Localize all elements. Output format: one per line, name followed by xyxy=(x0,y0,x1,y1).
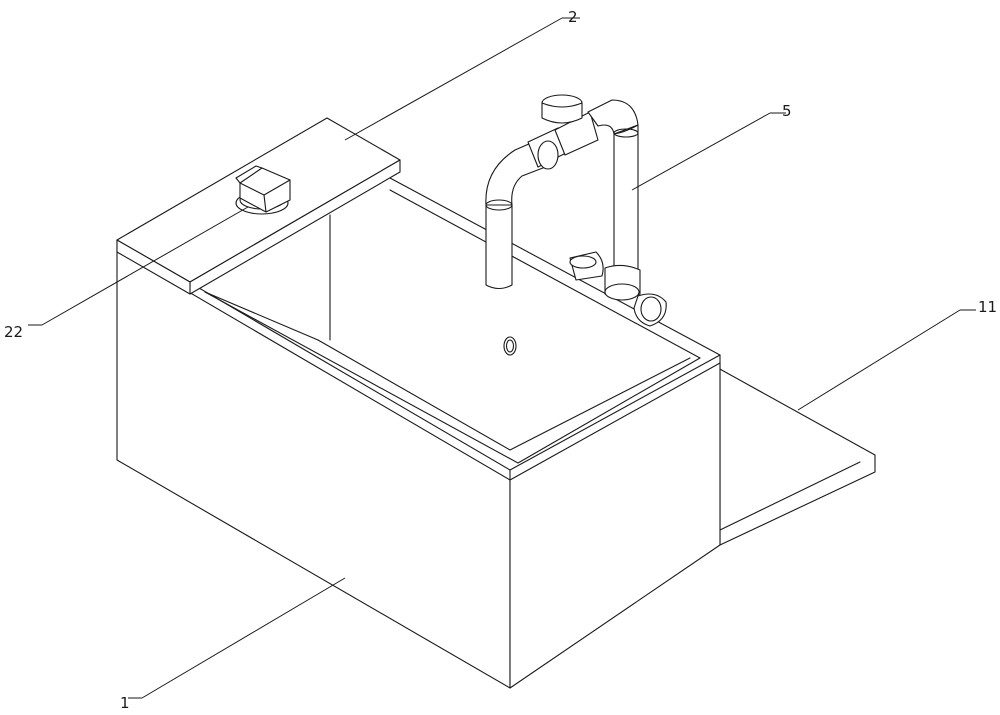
base-plate xyxy=(718,363,875,545)
label-part-5: 5 xyxy=(782,102,792,120)
label-part-22: 22 xyxy=(4,323,23,341)
label-part-11: 11 xyxy=(978,298,997,316)
label-part-1: 1 xyxy=(120,694,130,712)
label-part-2: 2 xyxy=(568,8,578,26)
